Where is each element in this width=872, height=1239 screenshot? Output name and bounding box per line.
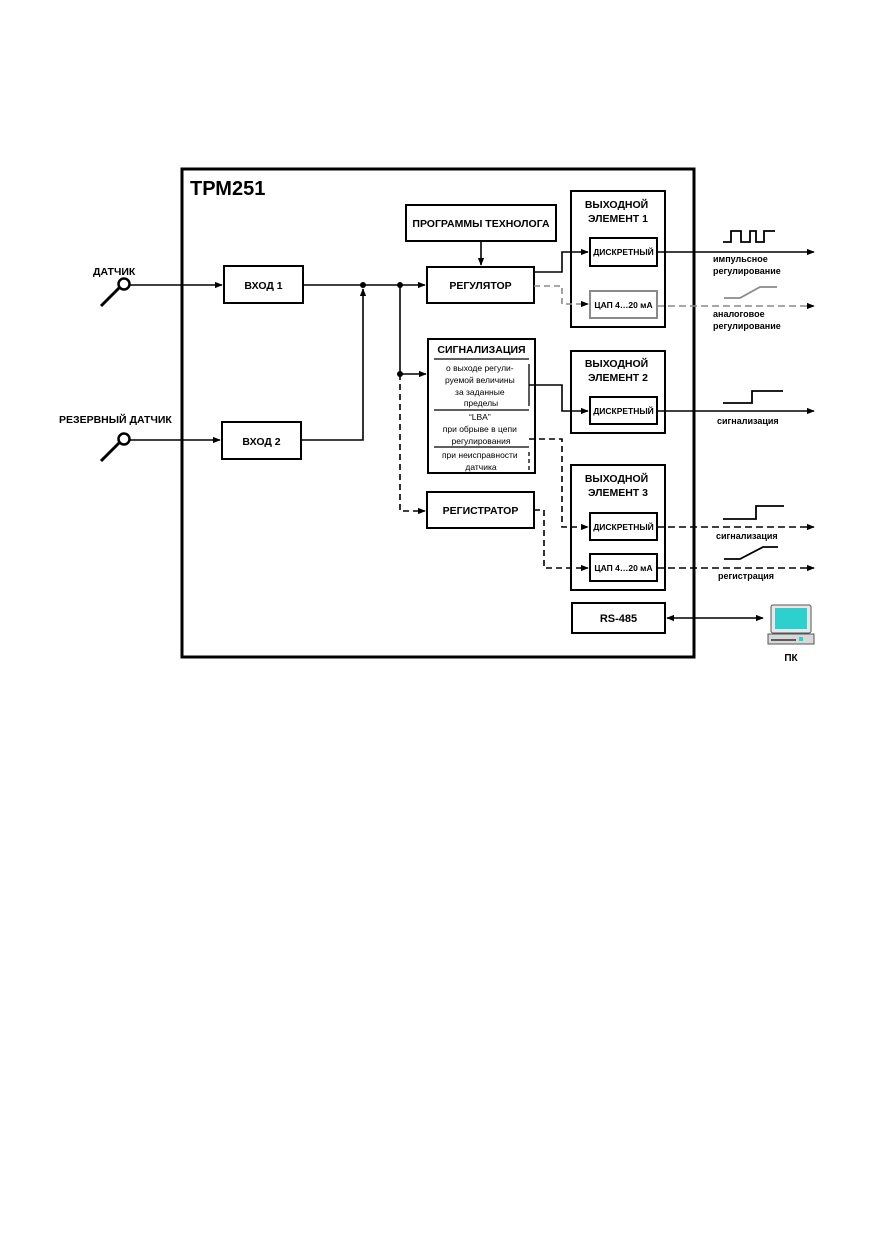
signaling2-label: сигнализация	[717, 416, 779, 426]
regulator-box	[426, 266, 535, 304]
output1-dac-box	[589, 290, 658, 319]
ramp-record-icon	[724, 546, 778, 560]
program-label: ПРОГРАММЫ ТЕХНОЛОГА	[412, 218, 550, 230]
rs485-box	[571, 602, 666, 634]
output-element3-title: ВЫХОДНОЙ ЭЛЕМЕНТ 3	[585, 472, 651, 499]
sensor-icon	[99, 277, 131, 308]
input2-label: ВХОД 2	[242, 436, 280, 448]
output-element1-box	[570, 190, 666, 328]
output-element1-title: ВЫХОДНОЙ ЭЛЕМЕНТ 1	[585, 198, 651, 225]
output2-discrete-label: ДИСКРЕТНЫЙ	[593, 405, 654, 416]
junction-dot	[360, 282, 366, 288]
signaling-item3-text: при неисправности датчика	[442, 450, 520, 472]
rs485-label: RS-485	[600, 613, 637, 625]
signaling-to-discrete2-line	[529, 384, 589, 415]
regulator-label: РЕГУЛЯТОР	[449, 280, 511, 292]
signaling-to-discrete3-dashed-line	[529, 438, 589, 531]
signaling3-label: сигнализация	[716, 531, 778, 541]
signaling-title: СИГНАЛИЗАЦИЯ	[437, 344, 525, 356]
backup-sensor-label: РЕЗЕРВНЫЙ ДАТЧИК	[59, 413, 172, 426]
pc-icon	[767, 604, 815, 645]
output3-dac-label: ЦАП 4…20 мА	[594, 563, 652, 573]
pulse-wave-icon	[723, 230, 775, 243]
step-signal-icon	[723, 390, 783, 404]
output3-discrete-label: ДИСКРЕТНЫЙ	[593, 521, 654, 532]
signaling-item1-text: о выходе регули- руемой величины за зада…	[445, 363, 517, 408]
output-element2-title: ВЫХОДНОЙ ЭЛЕМЕНТ 2	[585, 357, 651, 384]
to-recorder-dashed-line	[399, 374, 426, 515]
input1-label: ВХОД 1	[244, 280, 282, 292]
signaling-item2-text: “LBA” при обрыве в цепи регулирования	[443, 412, 519, 446]
sensor-label: ДАТЧИК	[93, 266, 136, 278]
pulse-regulation-label: импульсное регулирование	[713, 254, 781, 276]
analog-ramp-icon	[724, 286, 777, 299]
device-frame	[180, 167, 696, 659]
recorder-label: РЕГИСТРАТОР	[443, 505, 519, 517]
backup-sensor-icon	[99, 432, 131, 463]
output1-dac-label: ЦАП 4…20 мА	[594, 300, 652, 310]
recording-label: регистрация	[718, 571, 774, 581]
output1-discrete-label: ДИСКРЕТНЫЙ	[593, 246, 654, 257]
output-element2-box	[570, 350, 666, 434]
step-signal-icon	[723, 505, 784, 520]
recorder-to-dac3-dashed-line	[534, 509, 589, 572]
pc-label: ПК	[784, 653, 798, 664]
input2-out-line	[301, 288, 367, 441]
signaling-box	[427, 338, 536, 474]
regulator-to-dac1-line	[534, 285, 589, 308]
analog-regulation-label: аналоговое регулирование	[713, 309, 781, 331]
regulator-to-discrete1-line	[534, 248, 589, 273]
device-title: ТРМ251	[190, 178, 265, 200]
